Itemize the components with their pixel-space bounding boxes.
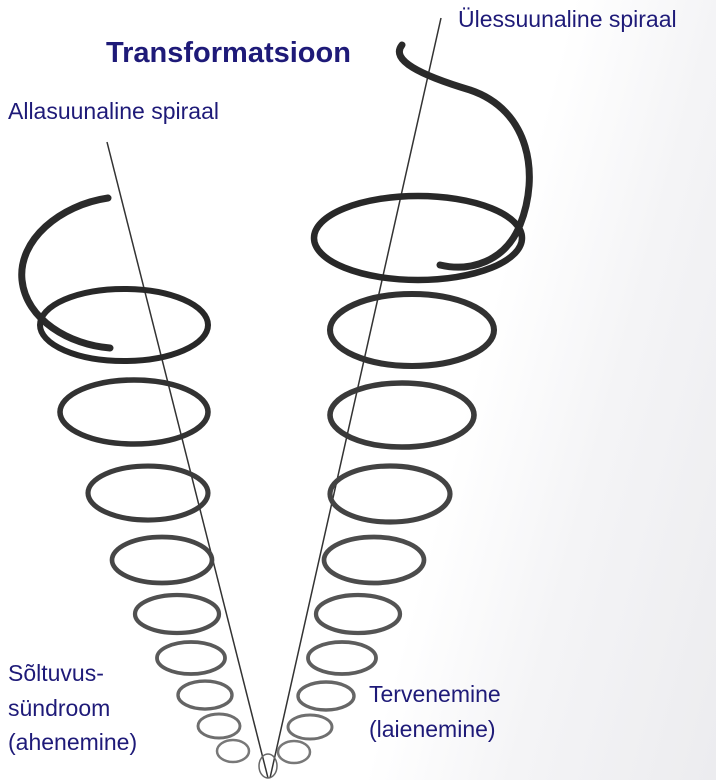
addiction-label-line2: sündroom [8,691,137,726]
recovery-label-line2: (laienemine) [369,712,501,747]
spiral-coil [314,196,522,280]
addiction-syndrome-label: Sõltuvus- sündroom (ahenemine) [8,656,137,760]
spiral-coil [288,715,332,739]
spiral-coil [135,595,219,633]
spiral-coil [298,682,354,710]
spiral-coil [40,289,208,361]
upward-spiral-label: Ülessuunaline spiraal [458,6,677,34]
downward-spiral-label: Allasuunaline spiraal [8,98,219,126]
spiral-coil [316,595,400,633]
addiction-label-line3: (ahenemine) [8,725,137,760]
diagram-title: Transformatsioon [106,36,351,71]
spiral-coil [112,537,212,583]
spiral-coil [178,681,232,709]
recovery-label: Tervenemine (laienemine) [369,677,501,746]
spiral-coil [60,380,208,444]
bottom-loop [259,754,277,778]
spiral-coil [330,294,494,366]
recovery-label-line1: Tervenemine [369,677,501,712]
spiral-coil [22,198,110,348]
spiral-coil [88,466,208,520]
spiral-coil [217,740,249,762]
upward-axis-line [270,18,441,778]
spiral-coil [399,45,529,267]
spiral-coil [330,466,450,522]
upward-spiral [278,45,529,763]
spiral-coil [324,537,424,583]
spiral-coil [157,642,225,674]
spiral-coil [198,714,240,738]
spiral-coil [308,642,376,674]
spiral-coil [278,741,310,763]
addiction-label-line1: Sõltuvus- [8,656,137,691]
